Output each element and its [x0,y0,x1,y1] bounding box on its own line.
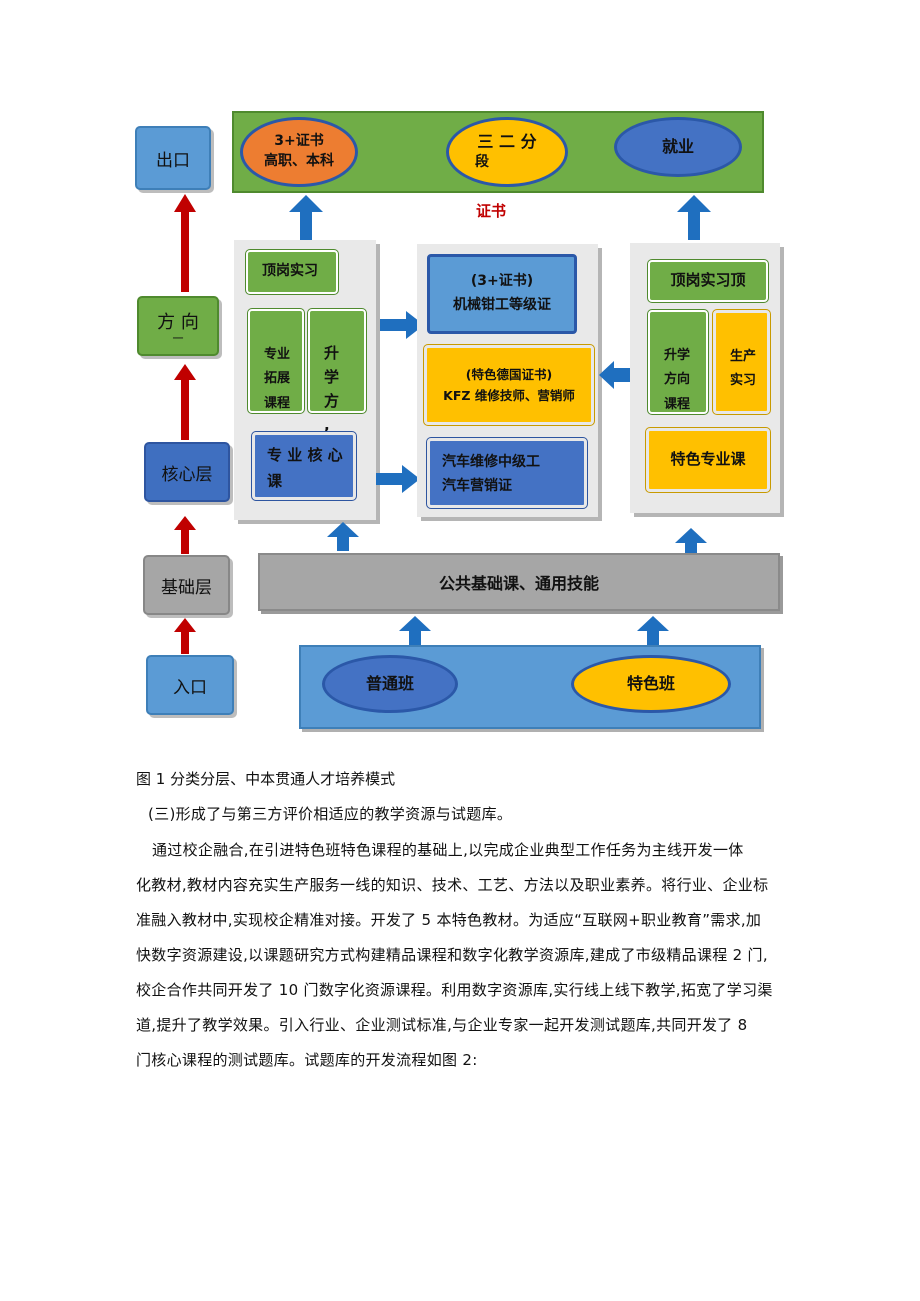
direction-box: 方 向 一 [137,296,219,356]
paragraph-line: 通过校企融合,在引进特色班特色课程的基础上,以完成企业典型工作任务为主线开发一体 [152,841,744,859]
paragraph-line: 校企合作共同开发了 10 门数字化资源课程。利用数字资源库,实行线上线下教学,拓… [136,981,773,999]
mechanical-cert-line2: 机械钳工等级证 [453,297,551,313]
upgrade-direction-label: 升 学 方 , [324,344,340,434]
direction-label-2: 一 [172,332,184,345]
blue-arrow-right-2 [376,465,420,493]
right-internship-box: 顶岗实习顶 [647,259,769,303]
core-layer-label: 核心层 [161,464,213,485]
blue-arrow-left [599,361,630,389]
right-upgrade-box: 升学 方向 课程 , ... [647,309,709,437]
left-internship-box: 顶岗实习 [245,249,339,295]
repair-cert-box: 汽车维修中级工 汽车营销证 [426,437,588,509]
expansion-course-box: 专业 拓展 课程 [247,308,305,414]
special-course-label: 特色专业课 [670,450,746,469]
paragraph-line: 化教材,教材内容充实生产服务一线的知识、技术、工艺、方法以及职业素养。将行业、企… [136,876,769,894]
section-heading: (三)形成了与第三方评价相适应的教学资源与试题库。 [148,805,513,823]
red-arrow-up-3 [174,516,196,554]
upgrade-direction-box: 升 学 方 , [307,308,367,434]
blue-arrow-right-1 [380,311,424,339]
entry-label: 入口 [173,677,207,698]
normal-class-ellipse: 普通班 [322,655,458,713]
special-class-ellipse: 特色班 [571,655,731,713]
mechanical-cert-box: (3+证书) 机械钳工等级证 [427,254,577,334]
blue-arrow-up-left [289,195,323,240]
special-course-box: 特色专业课 [645,427,771,493]
special-class-label: 特色班 [626,673,675,693]
right-internship-label: 顶岗实习顶 [670,271,746,290]
entry-box: 入口 [146,655,234,715]
paragraph-line: 快数字资源建设,以课题研究方式构建精品课程和数字化教学资源库,建成了市级精品课程… [136,946,768,964]
foundation-layer-label: 基础层 [161,577,212,598]
exit-label: 出口 [156,150,190,171]
german-cert-box: (特色德国证书) KFZ 维修技师、营销师 [423,344,595,426]
certificate-label: 证书 [476,202,507,220]
german-cert-line2: KFZ 维修技师、营销师 [443,388,575,403]
production-internship-box: 生产 实习 [712,309,771,415]
red-arrow-up-1 [174,194,196,292]
blue-arrow-up-base-left [327,522,359,551]
segment-ellipse-line2: 段 [475,154,489,171]
paragraph-line: 门核心课程的测试题库。试题库的开发流程如图 2: [136,1051,478,1069]
mechanical-cert-line1: (3+证书) [470,273,534,290]
body-paragraph: 通过校企融合,在引进特色班特色课程的基础上,以完成企业典型工作任务为主线开发一体… [136,833,836,1078]
cert-ellipse-line1: 3+证书 [274,133,324,150]
core-course-line1: 专 业 核 心 [267,446,343,464]
exit-box: 出口 [135,126,211,190]
core-course-line2: 课 [267,471,283,490]
expansion-course-label: 专业 拓展 课程 [264,346,291,412]
blue-arrow-up-class-left [399,616,431,645]
red-arrow-up-2 [174,364,196,440]
cert-ellipse-line2: 高职、本科 [264,153,334,169]
paragraph-line: 准融入教材中,实现校企精准对接。开发了 5 本特色教材。为适应“互联网+职业教育… [136,911,762,929]
red-arrow-up-4 [174,618,196,654]
employment-label: 就业 [661,136,694,156]
repair-cert-line2: 汽车营销证 [442,477,512,494]
segment-ellipse: 三 二 分 段 [446,117,568,187]
core-layer-box: 核心层 [144,442,230,502]
normal-class-label: 普通班 [365,673,414,693]
production-internship-label: 生产 实习 [730,348,757,389]
german-cert-line1: (特色德国证书) [465,366,553,382]
employment-ellipse: 就业 [614,117,742,177]
blue-arrow-up-right [677,195,711,240]
blue-arrow-up-base-right [675,528,707,555]
paragraph-line: 道,提升了教学效果。引入行业、企业测试标准,与企业专家一起开发测试题库,共同开发… [136,1016,748,1034]
core-course-box: 专 业 核 心 课 [251,431,357,501]
figure-caption: 图 1 分类分层、中本贯通人才培养模式 [136,770,396,788]
common-foundation-bar: 公共基础课、通用技能 [258,553,780,611]
direction-label: 方 向 [157,312,199,333]
cert-ellipse: 3+证书 高职、本科 [240,117,358,187]
foundation-layer-box: 基础层 [143,555,230,615]
repair-cert-line1: 汽车维修中级工 [442,454,540,470]
common-foundation-label: 公共基础课、通用技能 [438,574,599,593]
right-upgrade-label: 升学 方向 课程 , ... [664,347,691,437]
left-internship-label: 顶岗实习 [262,263,318,280]
segment-ellipse-line1: 三 二 分 [477,132,537,151]
blue-arrow-up-class-right [637,616,669,645]
